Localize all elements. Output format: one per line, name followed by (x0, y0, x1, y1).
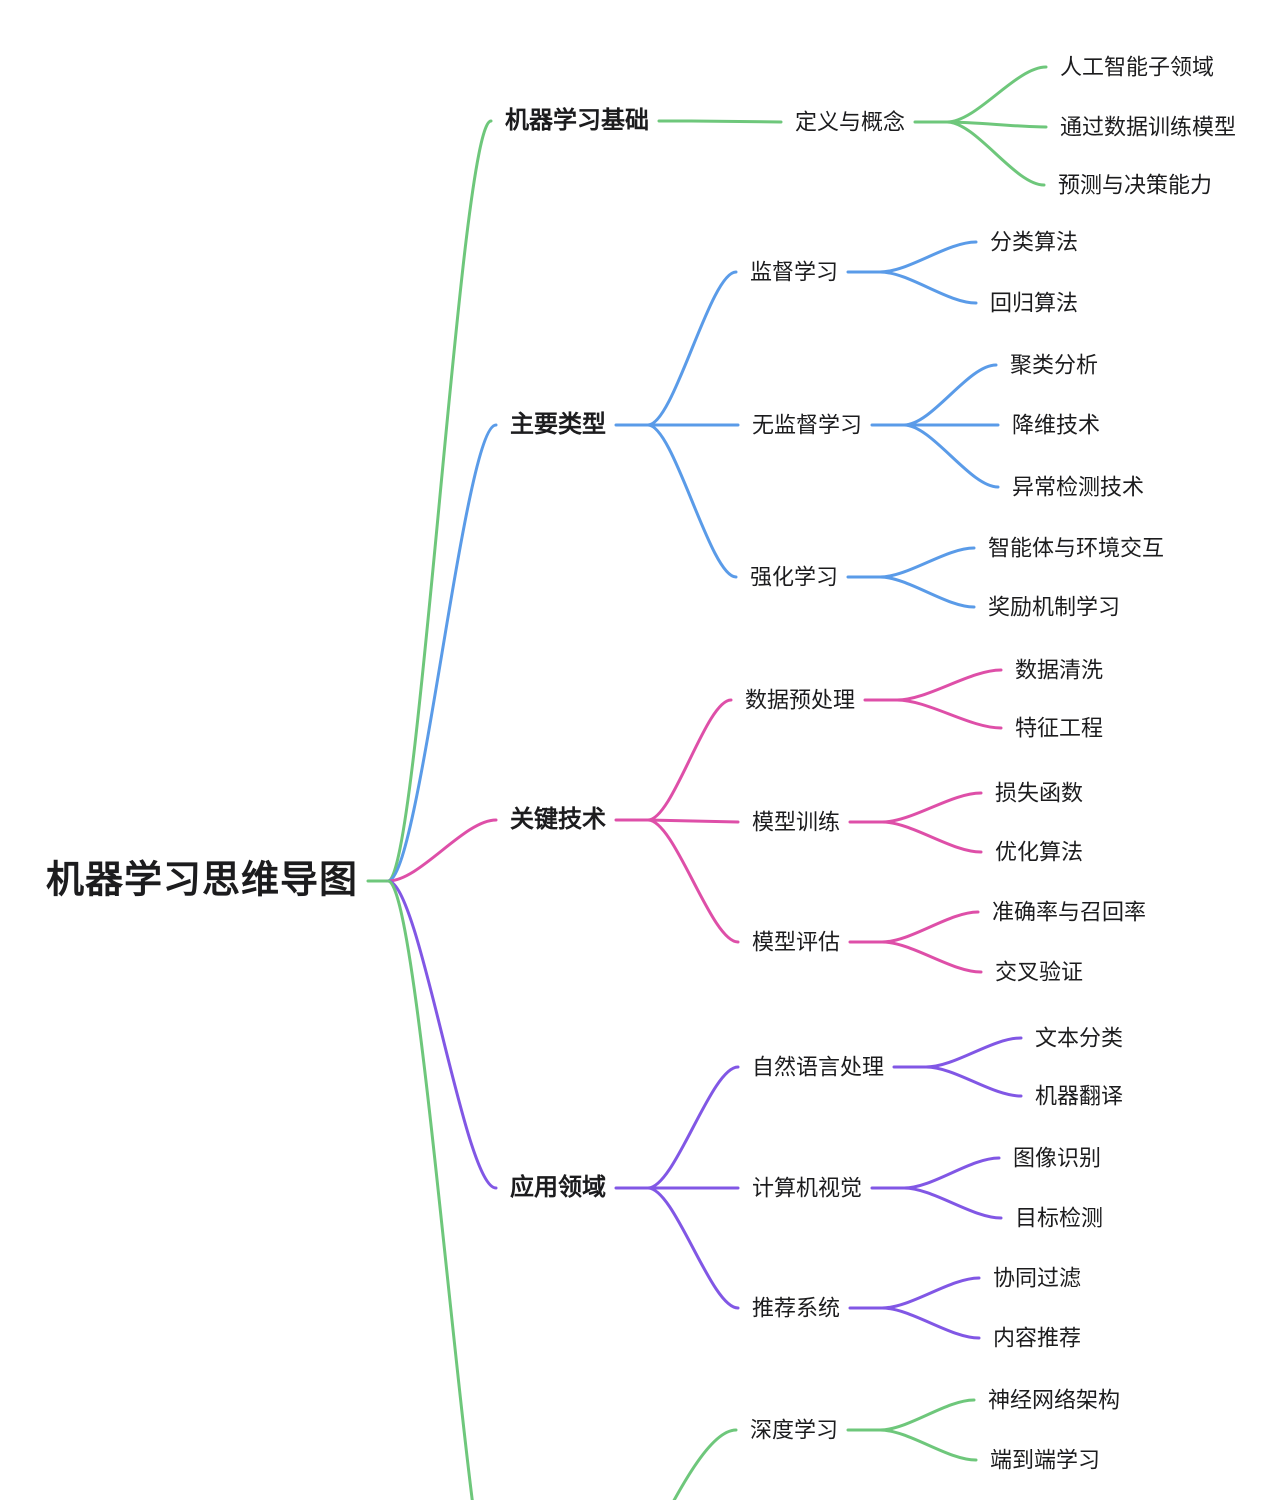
edge-application-areas (386, 879, 498, 1190)
edge-clustering-analysis (902, 363, 998, 427)
edge-data-cleaning (895, 668, 1003, 702)
edge-supervised-learning (646, 270, 738, 427)
edge-optimization-algorithms (880, 820, 983, 854)
node-recommendation-system[interactable]: 推荐系统 (752, 1295, 841, 1321)
node-main-types[interactable]: 主要类型 (510, 411, 606, 438)
node-neural-network-architecture[interactable]: 神经网络架构 (988, 1387, 1121, 1413)
node-end-to-end-learning[interactable]: 端到端学习 (990, 1447, 1101, 1473)
node-collaborative-filtering[interactable]: 协同过滤 (993, 1265, 1082, 1291)
node-agent-environment-interaction[interactable]: 智能体与环境交互 (988, 535, 1165, 561)
edge-reward-mechanism-learning (878, 575, 976, 609)
edge-feature-engineering (895, 698, 1003, 730)
node-feature-engineering[interactable]: 特征工程 (1015, 715, 1104, 741)
edge-ml-basics (386, 119, 493, 883)
edge-text-classification (924, 1036, 1023, 1069)
node-train-model-with-data[interactable]: 通过数据训练模型 (1060, 114, 1237, 140)
edge-model-training (646, 818, 740, 824)
edge-machine-translation (924, 1065, 1023, 1098)
node-data-preprocessing[interactable]: 数据预处理 (745, 687, 856, 713)
node-key-techniques[interactable]: 关键技术 (510, 806, 606, 833)
node-text-classification[interactable]: 文本分类 (1035, 1025, 1124, 1051)
edge-collaborative-filtering (880, 1276, 981, 1310)
edge-main-types (386, 423, 498, 883)
node-definition-concepts[interactable]: 定义与概念 (795, 109, 906, 135)
edge-key-techniques (386, 818, 498, 883)
edge-agent-environment-interaction (878, 546, 976, 579)
node-content-recommendation[interactable]: 内容推荐 (993, 1325, 1082, 1351)
edge-nlp (646, 1065, 740, 1190)
node-ml-basics[interactable]: 机器学习基础 (505, 107, 649, 134)
node-model-training[interactable]: 模型训练 (752, 809, 841, 835)
edge-loss-function (880, 791, 983, 824)
edge-cross-validation (880, 940, 983, 974)
node-classification-algorithms[interactable]: 分类算法 (990, 229, 1079, 255)
node-accuracy-recall[interactable]: 准确率与召回率 (992, 899, 1147, 925)
edge-prediction-decision (945, 120, 1046, 187)
edge-image-recognition (902, 1156, 1001, 1190)
node-dimensionality-reduction[interactable]: 降维技术 (1012, 412, 1101, 438)
edge-neural-network-architecture (878, 1398, 976, 1432)
edge-offscreen-branch (386, 879, 474, 1500)
edge-accuracy-recall (880, 910, 980, 944)
node-nlp[interactable]: 自然语言处理 (752, 1054, 885, 1080)
edge-model-evaluation (646, 818, 740, 944)
node-machine-translation[interactable]: 机器翻译 (1035, 1083, 1124, 1109)
edge-deep-learning (672, 1428, 738, 1500)
edge-reinforcement-learning (646, 423, 738, 579)
edge-regression-algorithms (878, 270, 978, 305)
node-deep-learning[interactable]: 深度学习 (750, 1417, 839, 1443)
node-optimization-algorithms[interactable]: 优化算法 (995, 839, 1084, 865)
node-prediction-decision[interactable]: 预测与决策能力 (1058, 172, 1213, 198)
node-ai-subfield[interactable]: 人工智能子领域 (1060, 54, 1215, 80)
node-cross-validation[interactable]: 交叉验证 (995, 959, 1084, 985)
edge-anomaly-detection (902, 423, 1000, 489)
node-anomaly-detection[interactable]: 异常检测技术 (1012, 474, 1145, 500)
edge-classification-algorithms (878, 240, 978, 274)
edge-train-model-with-data (945, 120, 1048, 129)
node-application-areas[interactable]: 应用领域 (510, 1174, 606, 1201)
edge-content-recommendation (880, 1306, 981, 1340)
node-supervised-learning[interactable]: 监督学习 (750, 259, 839, 285)
edge-recommendation-system (646, 1186, 740, 1310)
edge-end-to-end-learning (878, 1428, 978, 1462)
node-clustering-analysis[interactable]: 聚类分析 (1010, 352, 1099, 378)
node-model-evaluation[interactable]: 模型评估 (752, 929, 841, 955)
edge-object-detection (902, 1186, 1003, 1220)
node-root[interactable]: 机器学习思维导图 (46, 859, 359, 902)
node-object-detection[interactable]: 目标检测 (1015, 1205, 1104, 1231)
node-unsupervised-learning[interactable]: 无监督学习 (752, 412, 863, 438)
node-image-recognition[interactable]: 图像识别 (1013, 1145, 1102, 1171)
node-reward-mechanism-learning[interactable]: 奖励机制学习 (988, 594, 1121, 620)
node-data-cleaning[interactable]: 数据清洗 (1015, 657, 1104, 683)
edge-ai-subfield (945, 65, 1048, 124)
edge-definition-concepts (689, 119, 783, 124)
edge-data-preprocessing (646, 698, 733, 822)
node-regression-algorithms[interactable]: 回归算法 (990, 290, 1079, 316)
node-loss-function[interactable]: 损失函数 (995, 780, 1084, 806)
node-computer-vision[interactable]: 计算机视觉 (752, 1175, 863, 1201)
node-reinforcement-learning[interactable]: 强化学习 (750, 564, 839, 590)
